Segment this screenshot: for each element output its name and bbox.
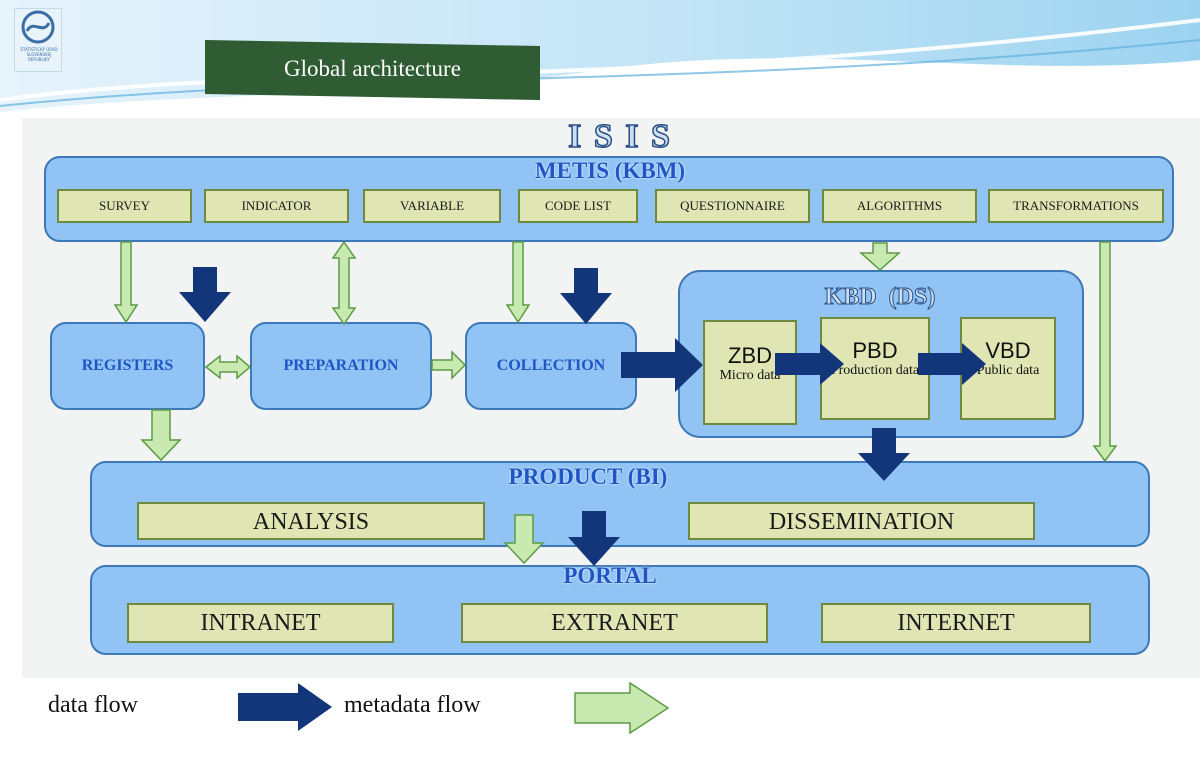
metadata-arrow-registers-preparation	[204, 354, 252, 380]
product-label: PRODUCT (BI)	[508, 464, 668, 489]
metis-item-algorithms: ALGORITHMS	[822, 189, 977, 223]
metadata-arrow-metis-kbd	[859, 242, 901, 272]
metis-item-variable: VARIABLE	[363, 189, 501, 223]
metadata-arrow-metis-preparation	[331, 240, 357, 326]
data-arrow-into-registers	[179, 267, 231, 322]
zbd-desc: Micro data	[719, 368, 781, 383]
zbd-code: ZBD	[728, 343, 772, 368]
collection-box: COLLECTION	[465, 322, 637, 410]
logo-text: ŠTATISTICKÝ ÚRAD SLOVENSKEJ REPUBLIKY	[20, 47, 58, 62]
legend-data-flow-label: data flow	[48, 692, 138, 718]
diagram-title: I S I S	[567, 117, 672, 156]
portal-label: PORTAL	[563, 563, 657, 588]
pbd-code: PBD	[852, 338, 898, 363]
vbd-code: VBD	[985, 338, 1031, 363]
title-banner: Global architecture	[205, 40, 540, 100]
logo: ŠTATISTICKÝ ÚRAD SLOVENSKEJ REPUBLIKY	[14, 8, 62, 72]
registers-box: REGISTERS	[50, 322, 205, 410]
metadata-arrow-registers-product	[140, 409, 182, 462]
pbd-desc: Production data	[830, 363, 920, 378]
metadata-arrow-metis-collection	[505, 241, 531, 324]
data-arrow-kbd-product	[858, 428, 910, 481]
metis-item-code-list: CODE LIST	[518, 189, 638, 223]
legend-metadata-arrow	[574, 681, 670, 735]
data-arrow-zbd-pbd	[775, 343, 844, 385]
metis-label: METIS (KBM)	[534, 158, 686, 183]
data-arrow-collection-zbd	[621, 338, 703, 392]
portal-item-internet: INTERNET	[821, 603, 1091, 643]
metis-item-survey: SURVEY	[57, 189, 192, 223]
data-arrow-into-collection	[560, 268, 612, 324]
vbd-desc: Public data	[976, 363, 1040, 378]
metis-item-transformations: TRANSFORMATIONS	[988, 189, 1164, 223]
metadata-arrow-metis-registers	[113, 241, 139, 324]
preparation-box: PREPARATION	[250, 322, 432, 410]
metadata-arrow-preparation-collection	[431, 350, 467, 380]
portal-item-extranet: EXTRANET	[461, 603, 768, 643]
metadata-arrow-product-portal	[503, 514, 545, 565]
legend-metadata-flow-label: metadata flow	[344, 692, 481, 718]
product-item-dissemination: DISSEMINATION	[688, 502, 1035, 540]
legend-data-arrow	[238, 683, 332, 731]
metadata-arrow-metis-product	[1092, 241, 1118, 463]
data-arrow-pbd-vbd	[918, 343, 986, 385]
product-item-analysis: ANALYSIS	[137, 502, 485, 540]
metis-item-questionnaire: QUESTIONNAIRE	[655, 189, 810, 223]
page-title: Global architecture	[284, 56, 461, 81]
data-arrow-product-portal	[568, 511, 620, 566]
kbd-label: KBD (DS)	[824, 284, 936, 311]
logo-emblem-icon	[21, 10, 55, 44]
portal-item-intranet: INTRANET	[127, 603, 394, 643]
metis-item-indicator: INDICATOR	[204, 189, 349, 223]
